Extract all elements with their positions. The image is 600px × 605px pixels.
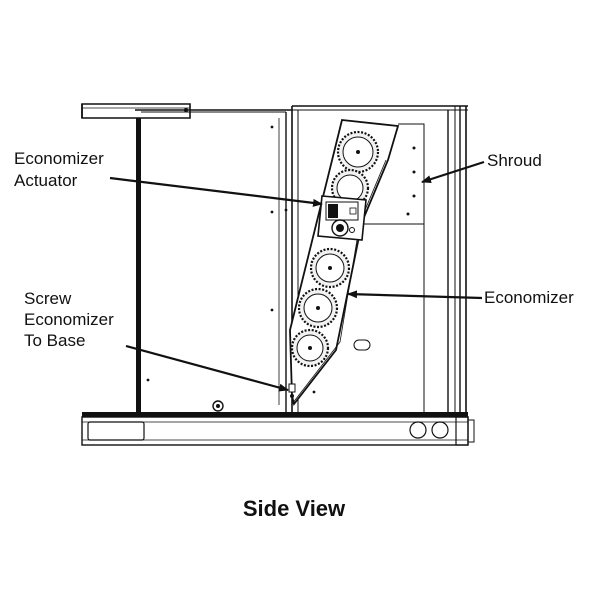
economizer-actuator-body [317,195,367,241]
leader-screw-economizer-to-base [125,344,289,392]
caption-side-view: Side View [243,496,346,521]
leader-shroud [421,160,485,184]
damper-gear-5 [290,328,330,368]
leader-economizer [347,290,483,300]
label-economizer-actuator: Economizer Actuator [14,149,109,190]
base-screw [288,383,296,398]
callout-labels: Economizer Actuator Shroud Economizer Sc… [14,149,574,521]
callout-leaders [109,160,485,392]
damper-gear-1 [336,130,380,174]
label-shroud: Shroud [487,151,542,170]
damper-gear-3 [309,247,351,289]
label-economizer: Economizer [484,288,574,307]
leader-economizer-actuator [109,176,323,207]
unit-cabinet [81,103,475,446]
damper-gear-4 [297,287,339,329]
economizer-assembly [288,119,400,407]
label-screw-economizer-to-base: Screw Economizer To Base [24,289,119,350]
